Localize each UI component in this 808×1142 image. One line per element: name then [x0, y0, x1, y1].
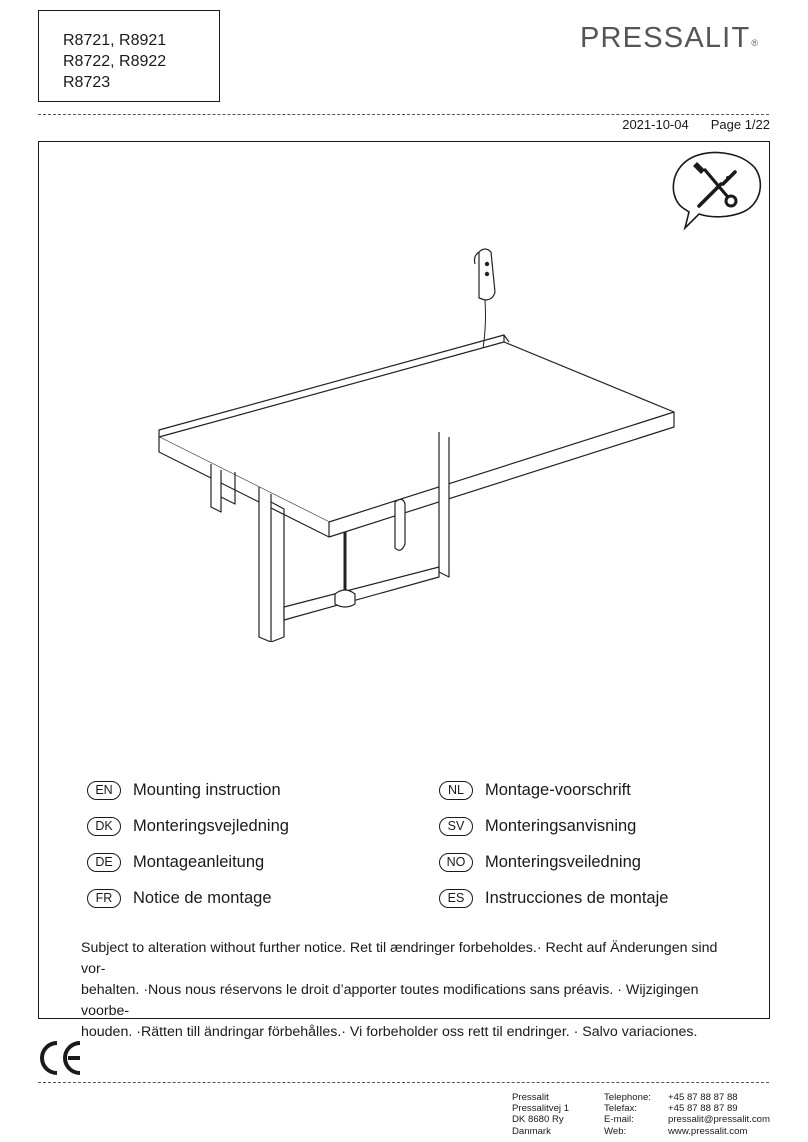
language-label: Instrucciones de montaje	[485, 888, 669, 907]
contact-label: Telefax:	[604, 1103, 638, 1115]
table-illustration	[158, 248, 675, 642]
language-code-badge: EN	[87, 780, 121, 800]
page-number: Page 1/22	[710, 117, 770, 132]
address-line: Danmark	[512, 1125, 551, 1137]
language-item: FR Notice de montage	[87, 886, 272, 910]
language-code-badge: NL	[439, 780, 473, 800]
disclaimer-line: Subject to alteration without further no…	[81, 940, 718, 977]
language-item: NL Montage-voorschrift	[439, 778, 631, 802]
language-item: SV Monteringsanvisning	[439, 814, 636, 838]
language-code-badge: FR	[87, 888, 121, 908]
contact-label: Telephone:	[604, 1092, 651, 1103]
language-item: EN Mounting instruction	[87, 778, 281, 802]
contact-value: +45 87 88 87 89	[668, 1103, 738, 1115]
language-item: NO Monteringsveiledning	[439, 850, 641, 874]
language-label: Montage-voorschrift	[485, 780, 631, 799]
disclaimer-line: behalten. ·Nous nous réservons le droit …	[81, 982, 699, 1019]
language-label: Mounting instruction	[133, 780, 281, 799]
contact-label: E-mail:	[604, 1114, 634, 1126]
wrench-screwdriver-icon	[672, 151, 762, 231]
registered-mark: ®	[751, 38, 760, 48]
language-label: Montageanleitung	[133, 852, 265, 871]
address-line: Pressalitvej 1	[512, 1103, 570, 1115]
language-item: ES Instrucciones de montaje	[439, 886, 668, 910]
language-label: Notice de montage	[133, 888, 272, 907]
contact-label: Web:	[604, 1125, 627, 1137]
main-frame: EN Mounting instruction DK Monteringsvej…	[38, 141, 770, 1040]
model-line: R8723	[63, 74, 111, 91]
language-code-badge: DE	[87, 852, 121, 872]
model-line: R8722, R8922	[63, 53, 167, 70]
address-line: Pressalit	[512, 1092, 549, 1103]
language-label: Monteringsvejledning	[133, 816, 289, 835]
language-item: DK Monteringsvejledning	[87, 814, 289, 838]
model-numbers-box: R8721, R8921 R8722, R8922 R8723	[38, 10, 220, 102]
language-code-badge: ES	[439, 888, 473, 908]
language-code-badge: NO	[439, 852, 473, 872]
brand-name: PRESSALIT	[580, 22, 751, 54]
footer-address: Pressalit Pressalitvej 1 DK 8680 Ry Danm…	[512, 1092, 569, 1137]
brand-logo: PRESSALIT®	[580, 22, 759, 55]
divider	[38, 1082, 769, 1083]
language-item: DE Montageanleitung	[87, 850, 264, 874]
contact-value[interactable]: www.pressalit.com	[668, 1125, 748, 1137]
date-page-line: 2021-10-04 Page 1/22	[600, 117, 770, 132]
ce-mark-icon	[40, 1041, 81, 1075]
address-line: DK 8680 Ry	[512, 1114, 564, 1126]
divider	[38, 114, 769, 115]
contact-value[interactable]: pressalit@pressalit.com	[668, 1114, 770, 1126]
language-code-badge: SV	[439, 816, 473, 836]
footer-contact-values: +45 87 88 87 88 +45 87 88 87 89 pressali…	[668, 1092, 770, 1137]
language-code-badge: DK	[87, 816, 121, 836]
language-label: Monteringsveiledning	[485, 852, 641, 871]
footer-contact-labels: Telephone: Telefax: E-mail: Web:	[604, 1092, 651, 1137]
model-line: R8721, R8921	[63, 32, 167, 49]
disclaimer-text: Subject to alteration without further no…	[81, 938, 741, 1043]
disclaimer-line: houden. ·Rätten till ändringar förbehåll…	[81, 1024, 698, 1040]
language-label: Monteringsanvisning	[485, 816, 637, 835]
contact-value: +45 87 88 87 88	[668, 1092, 738, 1103]
document-date: 2021-10-04	[622, 117, 689, 132]
